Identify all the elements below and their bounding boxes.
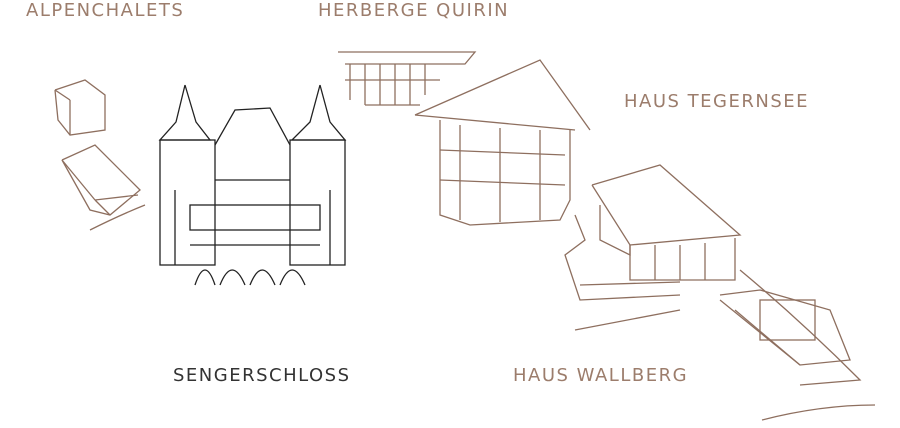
link-alpenchalets[interactable]: ALPENCHALETS [26, 0, 185, 21]
link-herberge-quirin[interactable]: HERBERGE QUIRIN [318, 0, 510, 21]
link-haus-tegernsee[interactable]: HAUS TEGERNSEE [624, 91, 810, 112]
link-sengerschloss[interactable]: SENGERSCHLOSS [173, 365, 351, 386]
link-haus-wallberg[interactable]: HAUS WALLBERG [513, 365, 689, 386]
